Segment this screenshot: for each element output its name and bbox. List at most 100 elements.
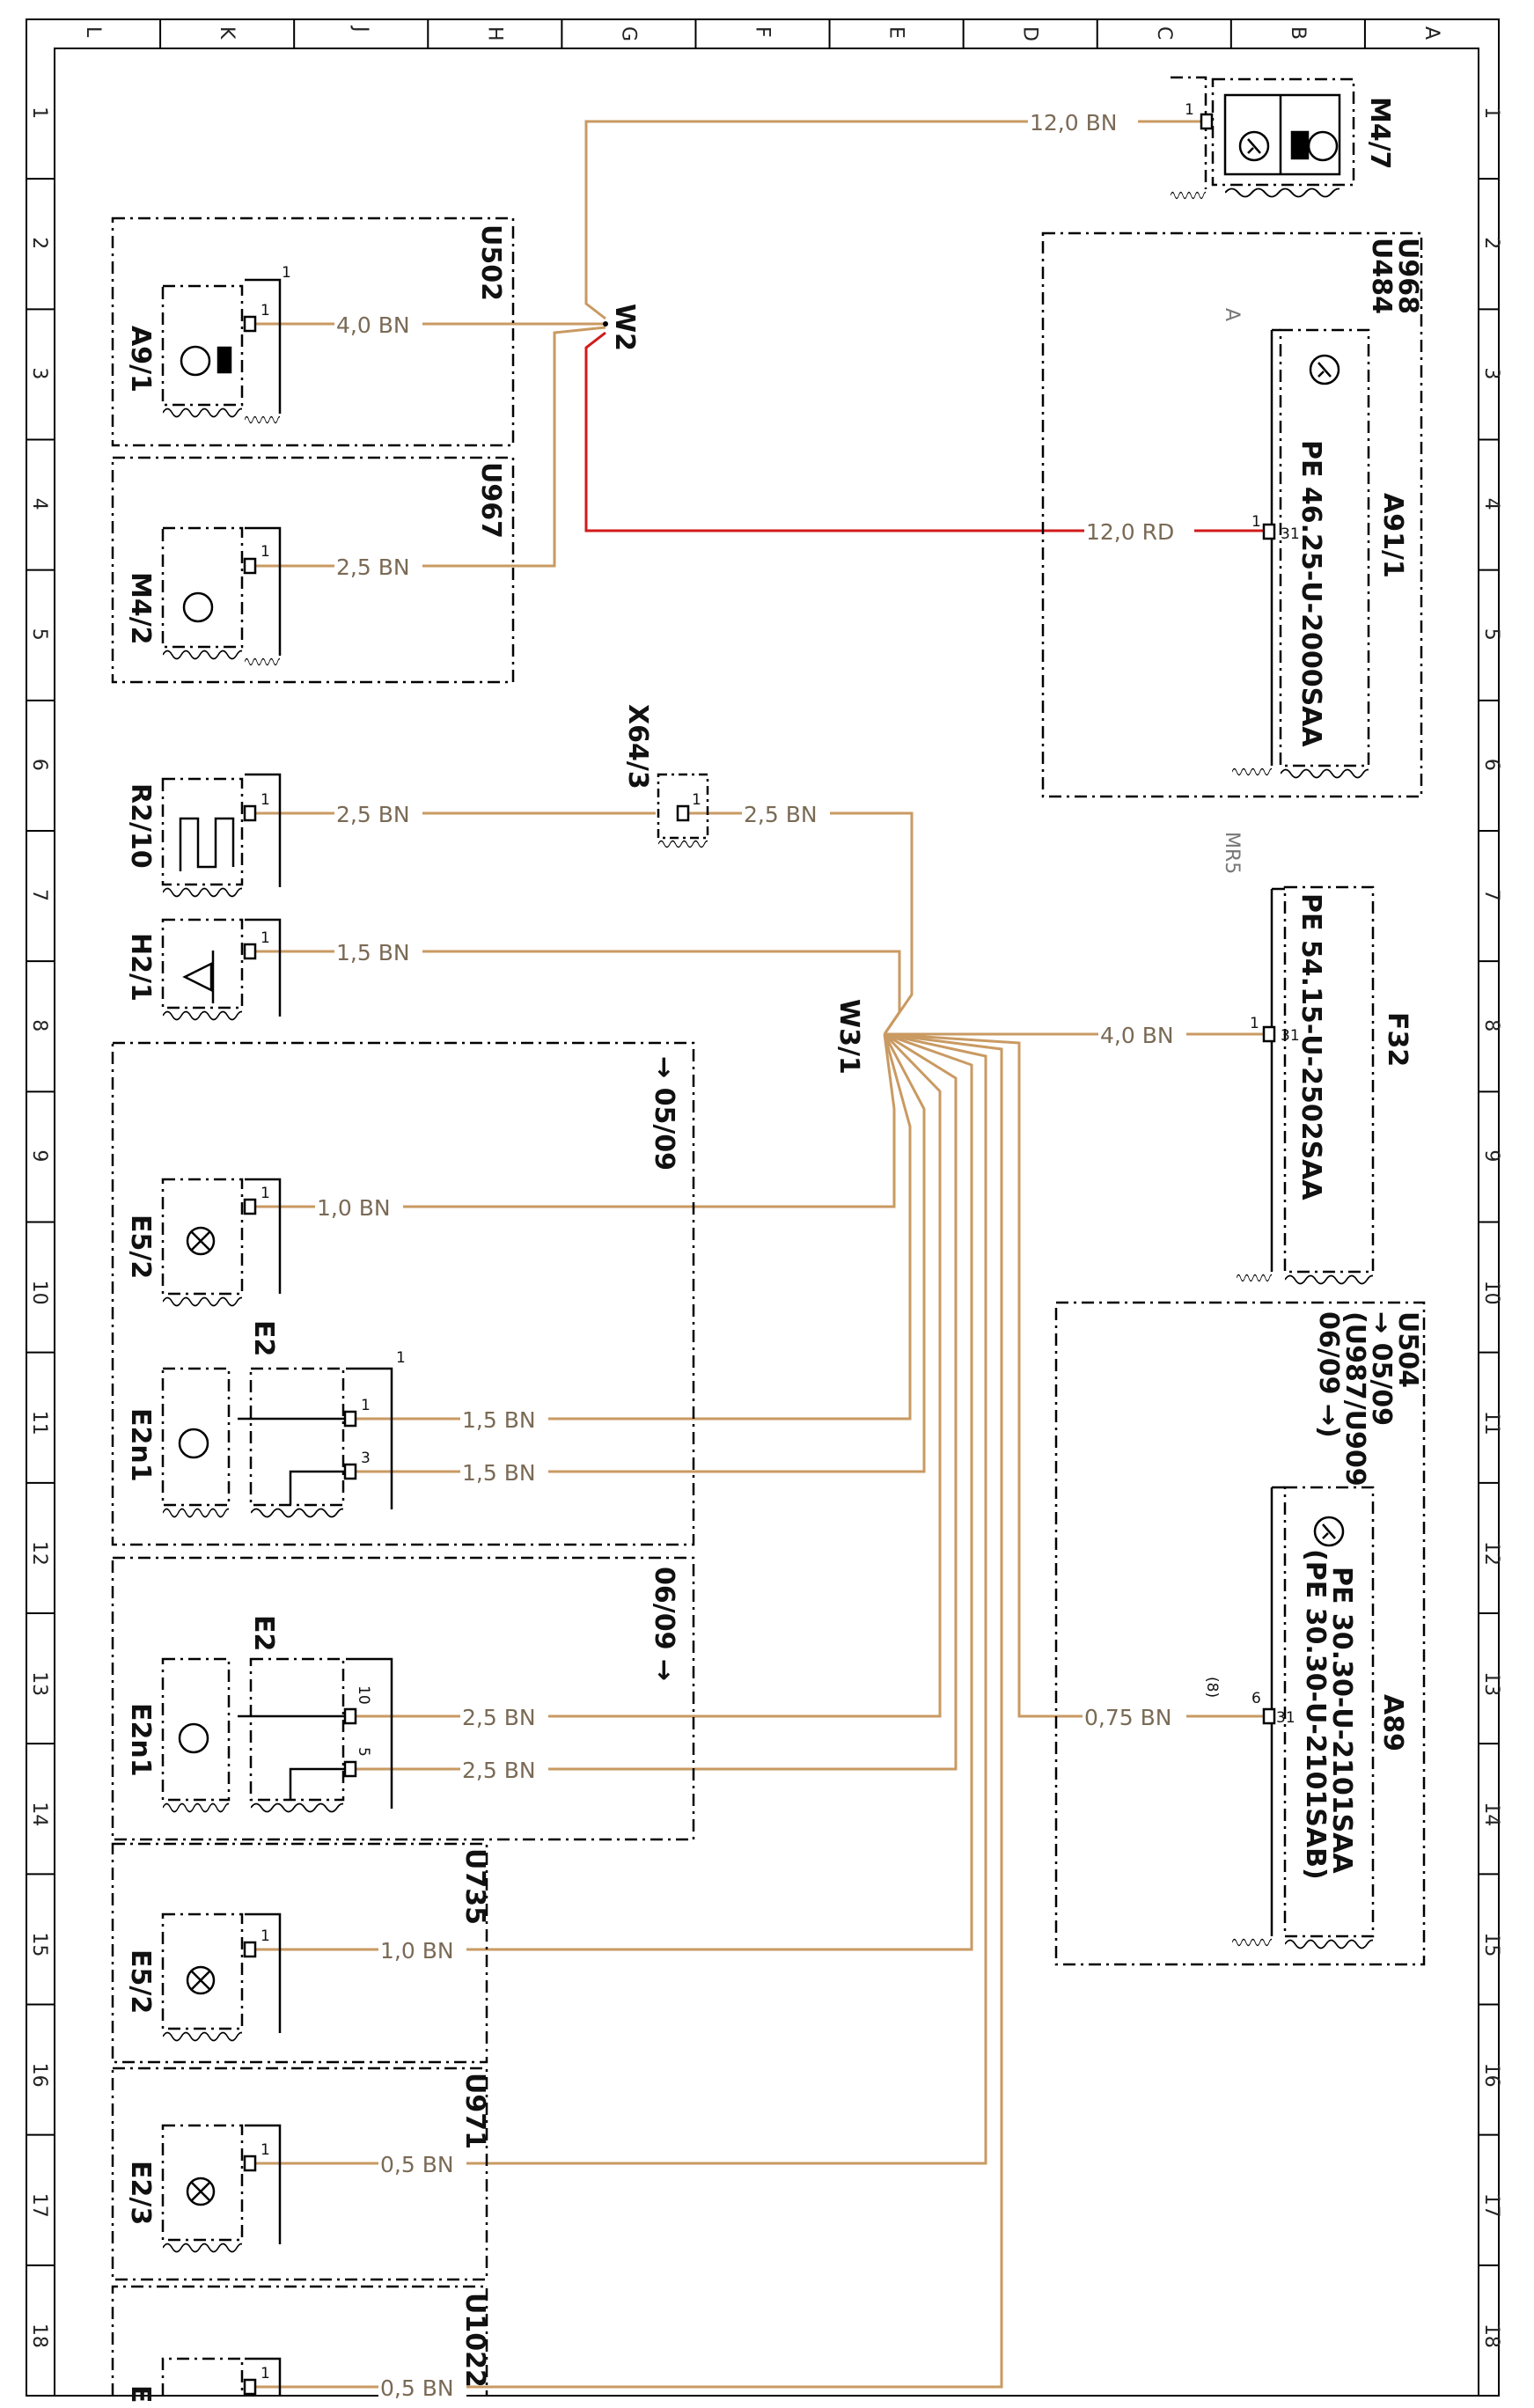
ref2-a89: (PE 30.30-U-2101SAB) (1300, 1549, 1331, 1880)
pin-a89-31: 31 (1276, 1709, 1295, 1727)
row-label: 14 (28, 1802, 50, 1826)
row-label: 7 (1480, 889, 1502, 901)
wire-label-x643: 2,5 BN (744, 802, 818, 827)
pin-e2a-top: 1 (396, 1349, 406, 1367)
column-label: K (216, 26, 238, 40)
ref-f32: PE 54.15-U-2502SAA (1295, 893, 1326, 1200)
row-label: 15 (1480, 1932, 1502, 1956)
u504-l2: (U987/U909 (1339, 1311, 1370, 1487)
row-label: 12 (1480, 1541, 1502, 1566)
pin-h21: 1 (261, 929, 270, 947)
row-label: 9 (1480, 1149, 1502, 1162)
wire-e52a (255, 1033, 896, 1208)
label-h21: H2/1 (125, 933, 156, 1002)
u504-l1: → 05/09 (1366, 1311, 1397, 1426)
module-r210 (161, 773, 282, 898)
border-frame (26, 18, 1500, 2397)
wire-label-a91: 4,0 BN (336, 312, 410, 338)
column-label: L (82, 26, 104, 38)
wire-e2a3 (354, 1033, 926, 1473)
pin-a91-top: 1 (282, 264, 291, 282)
row-label: 2 (28, 237, 50, 249)
code-u484: U484 (1366, 238, 1397, 314)
code-u967: U967 (475, 462, 506, 539)
pin-m42: 1 (261, 543, 270, 561)
ref-a911: PE 46.25-U-2000SAA (1295, 440, 1326, 747)
pin-e52b: 1 (261, 1927, 270, 1945)
module-m47 (1171, 76, 1355, 200)
wire-e52b (255, 1032, 973, 1951)
row-label: 13 (28, 1671, 50, 1696)
code-u971: U971 (459, 2073, 490, 2149)
pin-e2b-5: 5 (355, 1747, 372, 1757)
row-label: 17 (1480, 2193, 1502, 2218)
wire-u1022 (255, 1032, 1003, 2389)
label-e2a: E2 (248, 1320, 279, 1356)
pin-a89-8: (8) (1203, 1677, 1221, 1698)
module-h21 (161, 918, 282, 1021)
column-label: B (1287, 26, 1309, 40)
label-m47: M4/7 (1364, 97, 1395, 170)
row-label: 10 (28, 1281, 50, 1305)
pin-e2a-3: 3 (361, 1450, 371, 1467)
row-label: 18 (1480, 2324, 1502, 2348)
wire-label-e2b5: 2,5 BN (462, 1758, 536, 1783)
row-label: 12 (28, 1541, 50, 1566)
pin-a89-6: 6 (1251, 1690, 1261, 1707)
pin-m47: 1 (1185, 101, 1194, 119)
row-label: 1 (1480, 106, 1502, 119)
code-u735: U735 (459, 1848, 490, 1925)
pin-f32-a: 1 (1250, 1015, 1259, 1032)
gray-mr5: MR5 (1221, 832, 1243, 874)
wire-label-e23: 0,5 BN (380, 2152, 454, 2177)
variant-0609: 06/09 → (649, 1567, 679, 1681)
pin-a91: 1 (261, 302, 270, 319)
wire-h21 (255, 950, 901, 1035)
pin-x643: 1 (692, 791, 701, 809)
module-u967 (111, 456, 515, 684)
column-label: E (885, 26, 907, 39)
row-label: 6 (28, 759, 50, 771)
wire-m42 (255, 326, 606, 568)
wire-label-m47: 12,0 BN (1030, 110, 1117, 136)
label-m42: M4/2 (125, 572, 156, 645)
module-u968 (1041, 231, 1423, 798)
label-a91: A9/1 (125, 326, 156, 393)
label-e23: E2/3 (125, 2161, 156, 2225)
label-a89: A89 (1377, 1694, 1408, 1751)
wire-label-m42: 2,5 BN (336, 554, 410, 580)
label-e2n1a: E2n1 (125, 1408, 156, 1482)
wire-label-e2a1: 1,5 BN (462, 1407, 536, 1433)
module-u502 (111, 217, 515, 447)
wire-label-e52b: 1,0 BN (380, 1938, 454, 1964)
wire-label-e2b10: 2,5 BN (462, 1705, 536, 1730)
row-label: 7 (28, 889, 50, 901)
row-label: 4 (1480, 498, 1502, 510)
pin-f32-b: 31 (1281, 1027, 1300, 1045)
row-label: 4 (28, 498, 50, 510)
row-label: 11 (1480, 1411, 1502, 1435)
row-label: 2 (1480, 237, 1502, 249)
label-e52b: E5/2 (125, 1949, 156, 2014)
pin-u1022: 1 (261, 2365, 270, 2382)
wire-e2a1 (354, 1033, 912, 1421)
wire-label-e2a3: 1,5 BN (462, 1460, 536, 1486)
pin-e2a-1: 1 (361, 1397, 371, 1414)
module-u1022 (111, 2285, 488, 2396)
pin-a911-a: 1 (1251, 513, 1261, 531)
row-label: 5 (1480, 628, 1502, 641)
wire-x643 (685, 811, 914, 1035)
label-x643: X64/3 (622, 704, 653, 789)
splice-label-w31: W3/1 (833, 999, 864, 1075)
row-label: 16 (1480, 2063, 1502, 2088)
label-f32: F32 (1382, 1012, 1413, 1067)
row-label: 11 (28, 1411, 50, 1435)
wire-label-r210: 2,5 BN (336, 802, 410, 827)
code-u502: U502 (475, 224, 506, 301)
wire-label-a911: 12,0 RD (1086, 519, 1174, 545)
wire-label-f32: 4,0 BN (1100, 1023, 1174, 1048)
column-label: D (1019, 26, 1041, 41)
module-u504 (1054, 1301, 1426, 1966)
gray-a: A (1221, 308, 1243, 321)
